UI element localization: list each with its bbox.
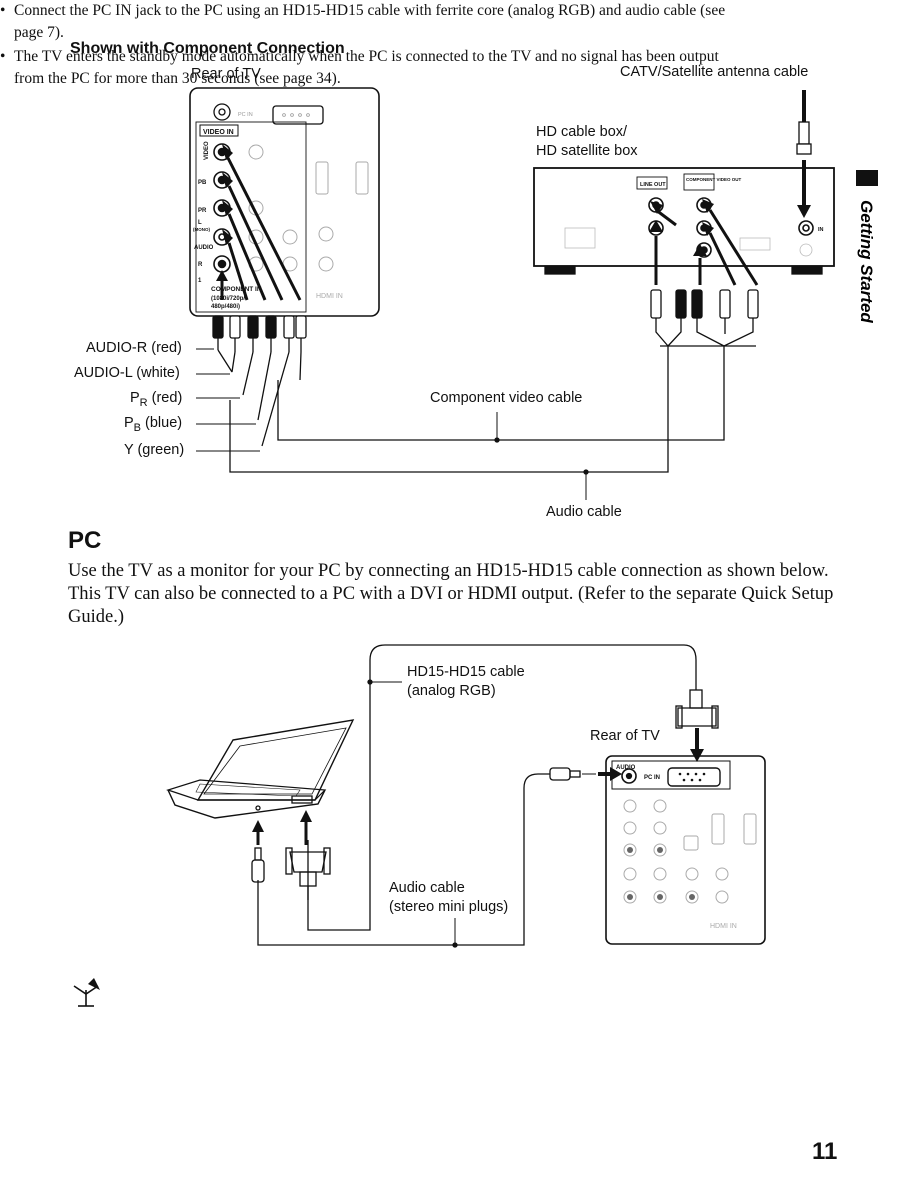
pc-intro-paragraph: Use the TV as a monitor for your PC by c… (68, 561, 834, 627)
label-audio-l: AUDIO-L (white) (74, 365, 180, 381)
pc-audio-cable-label-line1: Audio cable (389, 880, 465, 896)
label-y-green: Y (green) (124, 442, 185, 458)
pc-rear-of-tv-label: Rear of TV (590, 728, 660, 744)
cable-box: LINE OUT COMPONENT VIDEO OUT IN (533, 167, 835, 275)
svg-text:IN: IN (818, 227, 824, 233)
svg-text:PC IN: PC IN (238, 112, 253, 118)
page-number: 11 (812, 1138, 838, 1165)
cable-arrows-tv (220, 157, 302, 301)
svg-text:(1080i/720p/: (1080i/720p/ (211, 296, 245, 302)
hd15-cable (307, 644, 719, 931)
antenna-cable (796, 90, 812, 218)
svg-text:COMPONENT IN: COMPONENT IN (211, 286, 262, 293)
pc-heading: PC (68, 527, 102, 554)
label-leaders (196, 348, 260, 452)
side-tab-label: Getting Started (857, 200, 876, 323)
cable-arrows-box (654, 208, 759, 286)
svg-text:LINE OUT: LINE OUT (640, 182, 666, 188)
svg-text:VIDEO IN: VIDEO IN (203, 129, 234, 136)
side-tab-marker (856, 170, 878, 186)
laptop (166, 719, 355, 900)
cable-box-label-line1: HD cable box/ (536, 124, 628, 140)
hd15-cable-label-line1: HD15-HD15 cable (407, 664, 525, 680)
label-audio-r: AUDIO-R (red) (86, 340, 182, 356)
audio-cable (229, 346, 669, 500)
component-video-cable-label: Component video cable (430, 390, 583, 406)
label-pr: PR (red) (130, 390, 183, 409)
svg-text:AUDIO: AUDIO (194, 245, 214, 251)
svg-text:VIDEO: VIDEO (204, 141, 210, 160)
audio-cable-label: Audio cable (546, 504, 622, 520)
svg-text:COMPONENT VIDEO OUT: COMPONENT VIDEO OUT (686, 177, 742, 182)
plugs-box-side (650, 289, 759, 347)
cable-box-label-line2: HD satellite box (536, 143, 638, 159)
svg-text:HDMI IN: HDMI IN (316, 293, 343, 300)
note-lamp-icon (73, 978, 100, 1007)
pc-audio-cable (257, 767, 622, 948)
tv-rear-panel-top: PC IN VIDEO IN VIDEO PB PR L (MONO) AUDI… (189, 87, 380, 317)
svg-text:PC IN: PC IN (644, 775, 660, 781)
plugs-tv-side (212, 315, 307, 447)
svg-text:L: L (198, 220, 202, 226)
svg-text:AUDIO: AUDIO (616, 765, 636, 771)
svg-text:PR: PR (198, 208, 207, 214)
tv-rear-panel-pc: AUDIO PC IN HDMI (605, 755, 766, 945)
note-item: The TV enters the standby mode automatic… (0, 46, 740, 90)
note-item: Connect the PC IN jack to the PC using a… (0, 0, 740, 44)
pc-audio-cable-label-line2: (stereo mini plugs) (389, 899, 509, 915)
svg-text:HDMI IN: HDMI IN (710, 923, 737, 930)
svg-text:480p/480i): 480p/480i) (211, 304, 240, 310)
label-pb: PB (blue) (124, 415, 183, 434)
svg-text:1: 1 (198, 278, 202, 284)
svg-text:PB: PB (198, 180, 207, 186)
svg-text:Getting Started: Getting Started (857, 200, 876, 323)
svg-text:R: R (198, 262, 203, 268)
notes-list: Connect the PC IN jack to the PC using a… (0, 0, 740, 90)
hd15-cable-label-line2: (analog RGB) (407, 683, 496, 699)
svg-text:(MONO): (MONO) (193, 227, 210, 232)
